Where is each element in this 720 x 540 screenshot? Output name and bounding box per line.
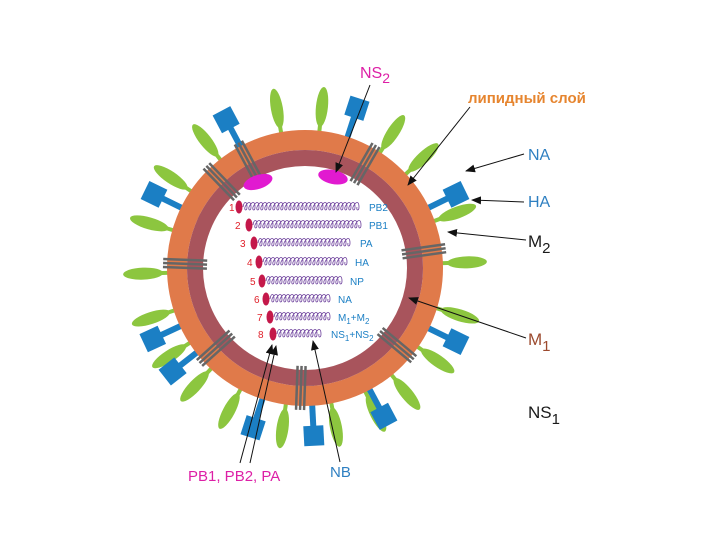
rnp-polymerase-blob bbox=[262, 292, 270, 306]
m2-ion-channel bbox=[294, 365, 307, 411]
segment-name: PB1 bbox=[369, 221, 388, 232]
rna-coil bbox=[265, 276, 343, 285]
rnp-polymerase-blob bbox=[250, 236, 258, 250]
rna-segment: 4 HA bbox=[247, 255, 369, 269]
segment-number: 1 bbox=[229, 203, 235, 214]
rna-coil bbox=[262, 257, 348, 266]
rna-segment: 5 NP bbox=[250, 274, 364, 288]
rna-segments: 1 PB2 2 PB1 3 PA 4 HA 5 NP 6 NA 7 M1+M2 8 NS1+NS2 bbox=[229, 200, 388, 343]
segment-number: 5 bbox=[250, 277, 256, 288]
m2-ion-channel bbox=[195, 329, 236, 367]
m1-label: M1 bbox=[528, 330, 551, 355]
rna-segment: 7 M1+M2 bbox=[257, 310, 370, 326]
virion-interior bbox=[204, 167, 406, 369]
rna-segment: 3 PA bbox=[240, 236, 373, 250]
segment-name: HA bbox=[355, 258, 369, 269]
ns2-protein-blob bbox=[243, 173, 273, 191]
segment-name: PA bbox=[360, 239, 373, 250]
segment-number: 6 bbox=[254, 295, 260, 306]
segment-number: 3 bbox=[240, 239, 246, 250]
rna-segment: 8 NS1+NS2 bbox=[258, 327, 374, 343]
ns1-label: NS1 bbox=[528, 403, 560, 428]
segment-name: PB2 bbox=[369, 203, 388, 214]
m2-ion-channel bbox=[202, 162, 241, 202]
rna-coil bbox=[257, 238, 351, 247]
segment-name: NA bbox=[338, 295, 352, 306]
na-label: NA bbox=[528, 147, 551, 164]
rna-segment: 1 PB2 bbox=[229, 200, 388, 214]
rna-coil bbox=[273, 312, 331, 321]
ha-label: HA bbox=[528, 194, 551, 211]
segment-name: NP bbox=[350, 277, 364, 288]
rnp-polymerase-blob bbox=[269, 327, 277, 341]
rna-segment: 6 NA bbox=[254, 292, 352, 306]
rnp-polymerase-blob bbox=[258, 274, 266, 288]
m2-ion-channel bbox=[349, 142, 381, 186]
segment-name: NS1+NS2 bbox=[331, 330, 374, 343]
m2-ion-channel bbox=[376, 326, 418, 364]
rna-coil bbox=[242, 202, 360, 211]
rnp-polymerase-blob bbox=[266, 310, 274, 324]
m2-ion-channel bbox=[401, 243, 447, 260]
segment-name: M1+M2 bbox=[338, 313, 370, 326]
m2-ion-channels bbox=[162, 140, 447, 411]
pointer-lines bbox=[239, 84, 527, 464]
segment-number: 2 bbox=[235, 221, 241, 232]
rna-coil bbox=[276, 329, 322, 338]
rna-segment: 2 PB1 bbox=[235, 218, 388, 232]
rna-coil bbox=[269, 294, 331, 303]
ns2-protein-blob bbox=[318, 169, 348, 185]
rna-coil bbox=[252, 220, 362, 229]
segment-number: 7 bbox=[257, 313, 263, 324]
m2-ion-channel bbox=[162, 257, 208, 270]
segment-number: 4 bbox=[247, 258, 253, 269]
rnp-polymerase-blob bbox=[255, 255, 263, 269]
ns2-label: NS2 bbox=[360, 65, 390, 86]
lipid-layer-label: липидный слой bbox=[468, 90, 586, 107]
rnp-polymerase-blob bbox=[245, 218, 253, 232]
rnp-polymerase-blob bbox=[235, 200, 243, 214]
pb-group-label: PB1, PB2, PA bbox=[188, 468, 280, 485]
segment-number: 8 bbox=[258, 330, 264, 341]
nb-label: NB bbox=[330, 464, 351, 481]
m2-label: M2 bbox=[528, 232, 551, 257]
